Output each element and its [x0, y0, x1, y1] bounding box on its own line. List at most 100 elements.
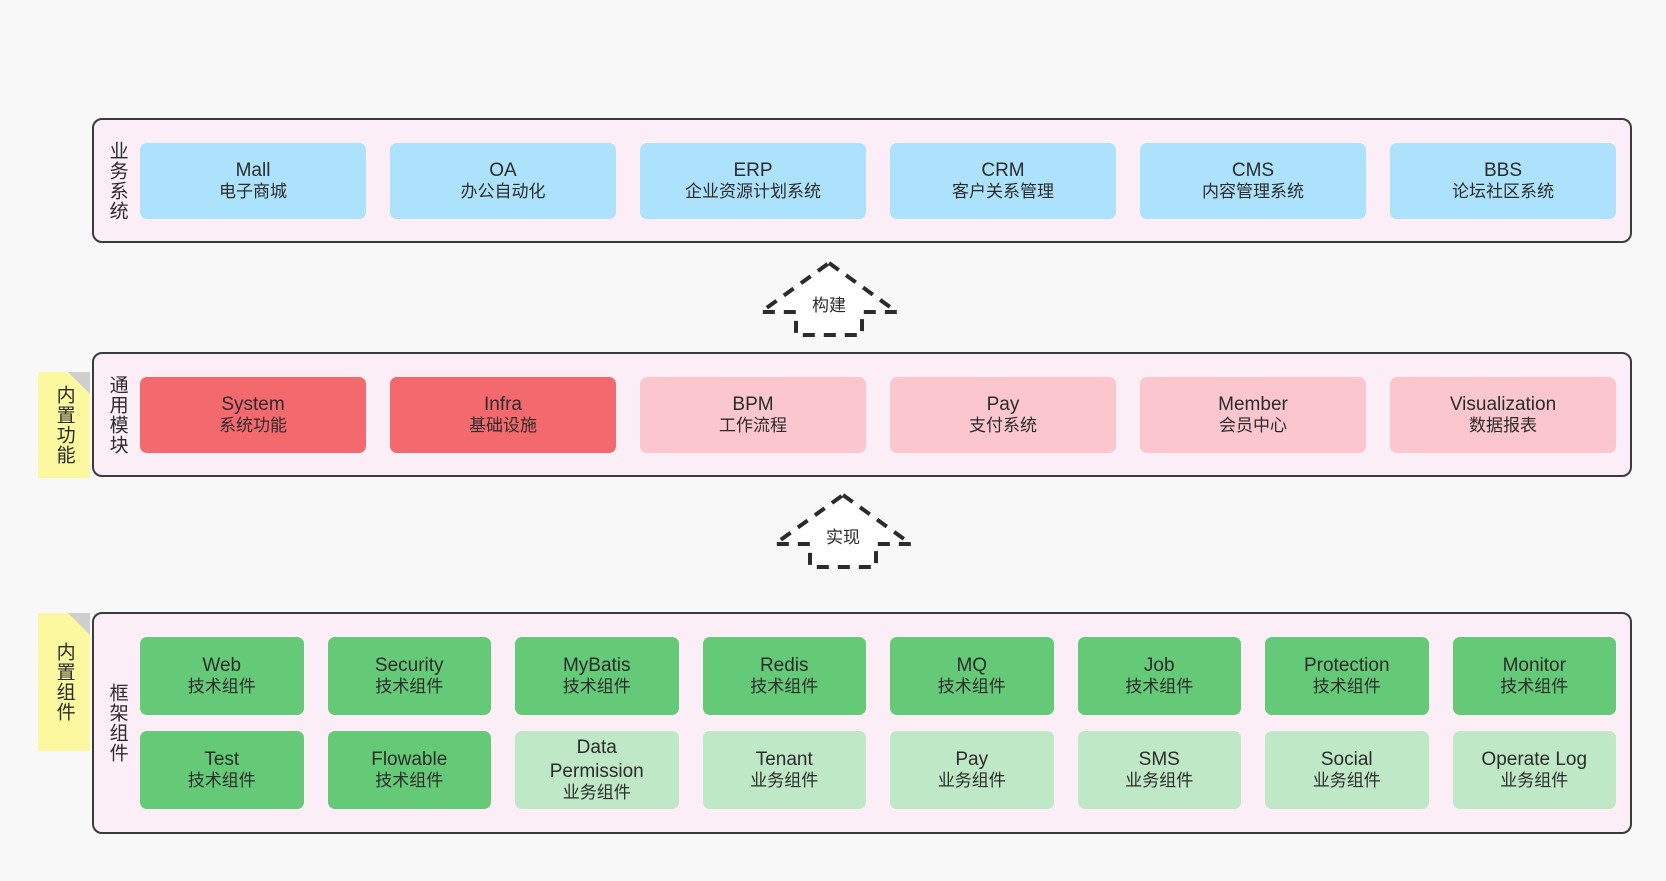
card-subtitle: 系统功能 — [219, 415, 287, 435]
connector-label: 构建 — [812, 296, 846, 315]
card-title: SMS — [1138, 749, 1180, 771]
card-subtitle: 会员中心 — [1219, 415, 1287, 435]
card-subtitle: 技术组件 — [375, 771, 444, 791]
card-title: Social — [1320, 749, 1373, 771]
card-subtitle: 基础设施 — [469, 415, 537, 435]
card-subtitle: 业务组件 — [562, 782, 631, 802]
card-title: ERP — [733, 159, 773, 181]
card-title: Infra — [483, 393, 523, 415]
card-subtitle: 业务组件 — [937, 771, 1006, 791]
card-title: System — [221, 393, 285, 415]
card-operate-log[interactable]: Operate Log 业务组件 — [1452, 731, 1616, 809]
card-title: Job — [1143, 655, 1175, 677]
card-mq[interactable]: MQ 技术组件 — [890, 637, 1054, 715]
card-subtitle: 技术组件 — [1125, 677, 1194, 697]
layer-label-common-modules: 通用模块 — [106, 374, 128, 455]
card-visualization[interactable]: Visualization 数据报表 — [1390, 376, 1616, 453]
card-title: Flowable — [371, 749, 448, 771]
card-subtitle: 数据报表 — [1469, 415, 1537, 435]
card-title: Pay — [955, 749, 989, 771]
card-subtitle: 办公自动化 — [460, 181, 546, 201]
layer-body-business-systems: Mall 电子商城 OA 办公自动化 ERP 企业资源计划系统 CRM 客户关系… — [140, 120, 1630, 241]
note-label: 内置组件 — [53, 642, 75, 722]
card-subtitle: 技术组件 — [1500, 677, 1569, 697]
card-subtitle: 业务组件 — [1500, 771, 1569, 791]
card-title: CMS — [1231, 159, 1275, 181]
card-title: Member — [1218, 393, 1288, 415]
card-pay-component[interactable]: Pay 业务组件 — [890, 731, 1054, 809]
card-subtitle: 电子商城 — [219, 181, 287, 201]
hollow-arrow-up-icon — [754, 260, 904, 337]
card-title: CRM — [981, 159, 1025, 181]
card-oa[interactable]: OA 办公自动化 — [390, 142, 616, 219]
card-data-permission[interactable]: Data Permission 业务组件 — [515, 731, 679, 809]
card-test[interactable]: Test 技术组件 — [140, 731, 304, 809]
card-title: MyBatis — [562, 655, 631, 677]
card-infra[interactable]: Infra 基础设施 — [390, 376, 616, 453]
card-security[interactable]: Security 技术组件 — [327, 637, 491, 715]
card-subtitle: 支付系统 — [969, 415, 1037, 435]
layer-body-common-modules: System 系统功能 Infra 基础设施 BPM 工作流程 Pay 支付系统 — [140, 354, 1630, 475]
card-subtitle: 技术组件 — [375, 677, 444, 697]
card-row: Mall 电子商城 OA 办公自动化 ERP 企业资源计划系统 CRM 客户关系… — [140, 142, 1616, 219]
note-fold-corner-icon — [68, 613, 90, 635]
card-redis[interactable]: Redis 技术组件 — [702, 637, 866, 715]
card-title: Data Permission — [549, 737, 644, 782]
card-subtitle: 业务组件 — [1312, 771, 1381, 791]
card-title: Security — [374, 655, 444, 677]
card-title: Redis — [759, 655, 809, 677]
card-title: Pay — [986, 393, 1020, 415]
card-job[interactable]: Job 技术组件 — [1077, 637, 1241, 715]
card-title: Test — [204, 749, 240, 771]
card-cms[interactable]: CMS 内容管理系统 — [1140, 142, 1366, 219]
sticky-note-builtin-features: 内置功能 — [38, 372, 90, 478]
card-subtitle: 技术组件 — [1312, 677, 1381, 697]
card-tenant[interactable]: Tenant 业务组件 — [702, 731, 866, 809]
layer-business-systems: 业务系统 Mall 电子商城 OA 办公自动化 ERP 企业资源计划系统 — [92, 118, 1632, 243]
card-title: BBS — [1483, 159, 1523, 181]
layer-body-framework-components: Web 技术组件 Security 技术组件 MyBatis 技术组件 Redi… — [140, 614, 1630, 832]
card-flowable[interactable]: Flowable 技术组件 — [327, 731, 491, 809]
layer-label-framework-components: 框架组件 — [106, 683, 128, 763]
card-mall[interactable]: Mall 电子商城 — [140, 142, 366, 219]
layer-common-modules: 通用模块 System 系统功能 Infra 基础设施 BPM 工作流程 — [92, 352, 1632, 477]
sticky-note-builtin-components: 内置组件 — [38, 613, 90, 751]
card-title: Web — [202, 655, 242, 677]
card-row: Web 技术组件 Security 技术组件 MyBatis 技术组件 Redi… — [140, 637, 1616, 715]
card-subtitle: 业务组件 — [750, 771, 819, 791]
card-bbs[interactable]: BBS 论坛社区系统 — [1390, 142, 1616, 219]
layer-label-business-systems: 业务系统 — [106, 140, 128, 221]
connector-label: 实现 — [826, 528, 860, 547]
card-protection[interactable]: Protection 技术组件 — [1265, 637, 1429, 715]
card-web[interactable]: Web 技术组件 — [140, 637, 304, 715]
note-label: 内置功能 — [53, 385, 75, 465]
card-member[interactable]: Member 会员中心 — [1140, 376, 1366, 453]
card-system[interactable]: System 系统功能 — [140, 376, 366, 453]
card-subtitle: 企业资源计划系统 — [685, 181, 821, 201]
card-title: Protection — [1303, 655, 1390, 677]
card-subtitle: 技术组件 — [937, 677, 1006, 697]
card-title: Visualization — [1449, 393, 1557, 415]
card-title: Tenant — [755, 749, 813, 771]
card-title: Monitor — [1502, 655, 1566, 677]
card-crm[interactable]: CRM 客户关系管理 — [890, 142, 1116, 219]
card-bpm[interactable]: BPM 工作流程 — [640, 376, 866, 453]
card-title: Mall — [235, 159, 271, 181]
card-row: System 系统功能 Infra 基础设施 BPM 工作流程 Pay 支付系统 — [140, 376, 1616, 453]
card-subtitle: 内容管理系统 — [1202, 181, 1304, 201]
card-mybatis[interactable]: MyBatis 技术组件 — [515, 637, 679, 715]
card-subtitle: 技术组件 — [187, 771, 256, 791]
card-social[interactable]: Social 业务组件 — [1265, 731, 1429, 809]
card-title: BPM — [732, 393, 774, 415]
layer-framework-components: 框架组件 Web 技术组件 Security 技术组件 MyBatis 技术组件 — [92, 612, 1632, 834]
card-subtitle: 技术组件 — [750, 677, 819, 697]
card-sms[interactable]: SMS 业务组件 — [1077, 731, 1241, 809]
card-row: Test 技术组件 Flowable 技术组件 Data Permission … — [140, 731, 1616, 809]
card-subtitle: 工作流程 — [719, 415, 787, 435]
card-title: MQ — [956, 655, 988, 677]
connector-build: 构建 — [754, 258, 904, 340]
card-pay[interactable]: Pay 支付系统 — [890, 376, 1116, 453]
card-erp[interactable]: ERP 企业资源计划系统 — [640, 142, 866, 219]
card-monitor[interactable]: Monitor 技术组件 — [1452, 637, 1616, 715]
